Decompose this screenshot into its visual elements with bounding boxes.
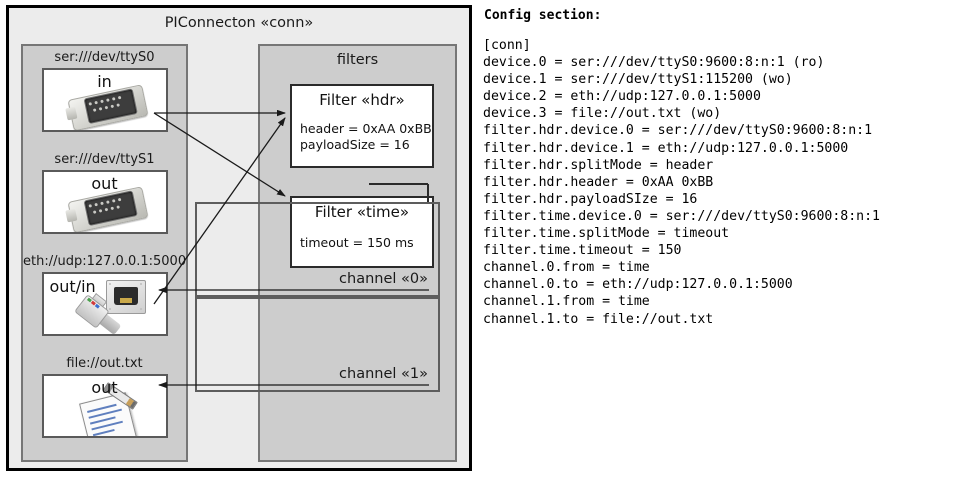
filter-hdr-param-payloadsize: payloadSize = 16: [300, 137, 410, 152]
device-label-eth: eth://udp:127.0.0.1:5000: [23, 254, 187, 269]
device-direction-eth: out/in: [49, 277, 96, 296]
device-group-file[interactable]: file://out.txt out: [23, 356, 186, 438]
device-group-ttyS1[interactable]: ser:///dev/ttyS1 out: [23, 152, 186, 234]
connection-diagram: PIConnecton «conn» ser:///dev/ttyS0 in: [6, 5, 472, 471]
device-group-ttyS0[interactable]: ser:///dev/ttyS0 in: [23, 50, 186, 132]
channel-box-1[interactable]: channel «1»: [195, 297, 440, 392]
filter-time-title: Filter «time»: [314, 203, 410, 221]
device-box-file[interactable]: out: [41, 374, 168, 438]
diagram-title: PIConnecton «conn»: [164, 15, 314, 31]
device-direction-file: out: [91, 378, 118, 397]
filter-box-time[interactable]: Filter «time» timeout = 150 ms: [290, 196, 434, 268]
device-label-ttyS1: ser:///dev/ttyS1: [54, 152, 155, 167]
device-box-ttyS1[interactable]: out: [41, 170, 168, 234]
device-group-eth[interactable]: eth://udp:127.0.0.1:5000 out/in: [23, 254, 186, 336]
device-box-ttyS0[interactable]: in: [41, 68, 168, 132]
config-section-title: Config section:: [484, 8, 602, 23]
filter-hdr-param-header: header = 0xAA 0xBB: [300, 121, 432, 136]
device-label-ttyS0: ser:///dev/ttyS0: [54, 50, 155, 65]
channel-0-label: channel «0»: [339, 271, 428, 287]
filter-box-hdr[interactable]: Filter «hdr» header = 0xAA 0xBB payloadS…: [290, 84, 434, 168]
ethernet-icon: [105, 280, 146, 314]
filters-panel-title: filters: [336, 52, 379, 68]
config-section: Config section: [conn] device.0 = ser://…: [483, 8, 953, 328]
device-direction-ttyS1: out: [91, 174, 118, 193]
filter-hdr-title: Filter «hdr»: [319, 91, 405, 109]
devices-panel: ser:///dev/ttyS0 in ser:///d: [21, 44, 188, 462]
config-section-text: [conn] device.0 = ser:///dev/ttyS0:9600:…: [483, 38, 880, 327]
channel-1-label: channel «1»: [339, 366, 428, 382]
device-label-file: file://out.txt: [66, 356, 143, 371]
device-box-eth[interactable]: out/in: [41, 272, 168, 336]
channel-box-0[interactable]: channel «0»: [195, 202, 440, 297]
device-direction-ttyS0: in: [97, 72, 112, 91]
filters-panel: filters Filter «hdr» header = 0xAA 0xBB …: [258, 44, 457, 462]
filter-time-param-timeout: timeout = 150 ms: [300, 235, 414, 250]
